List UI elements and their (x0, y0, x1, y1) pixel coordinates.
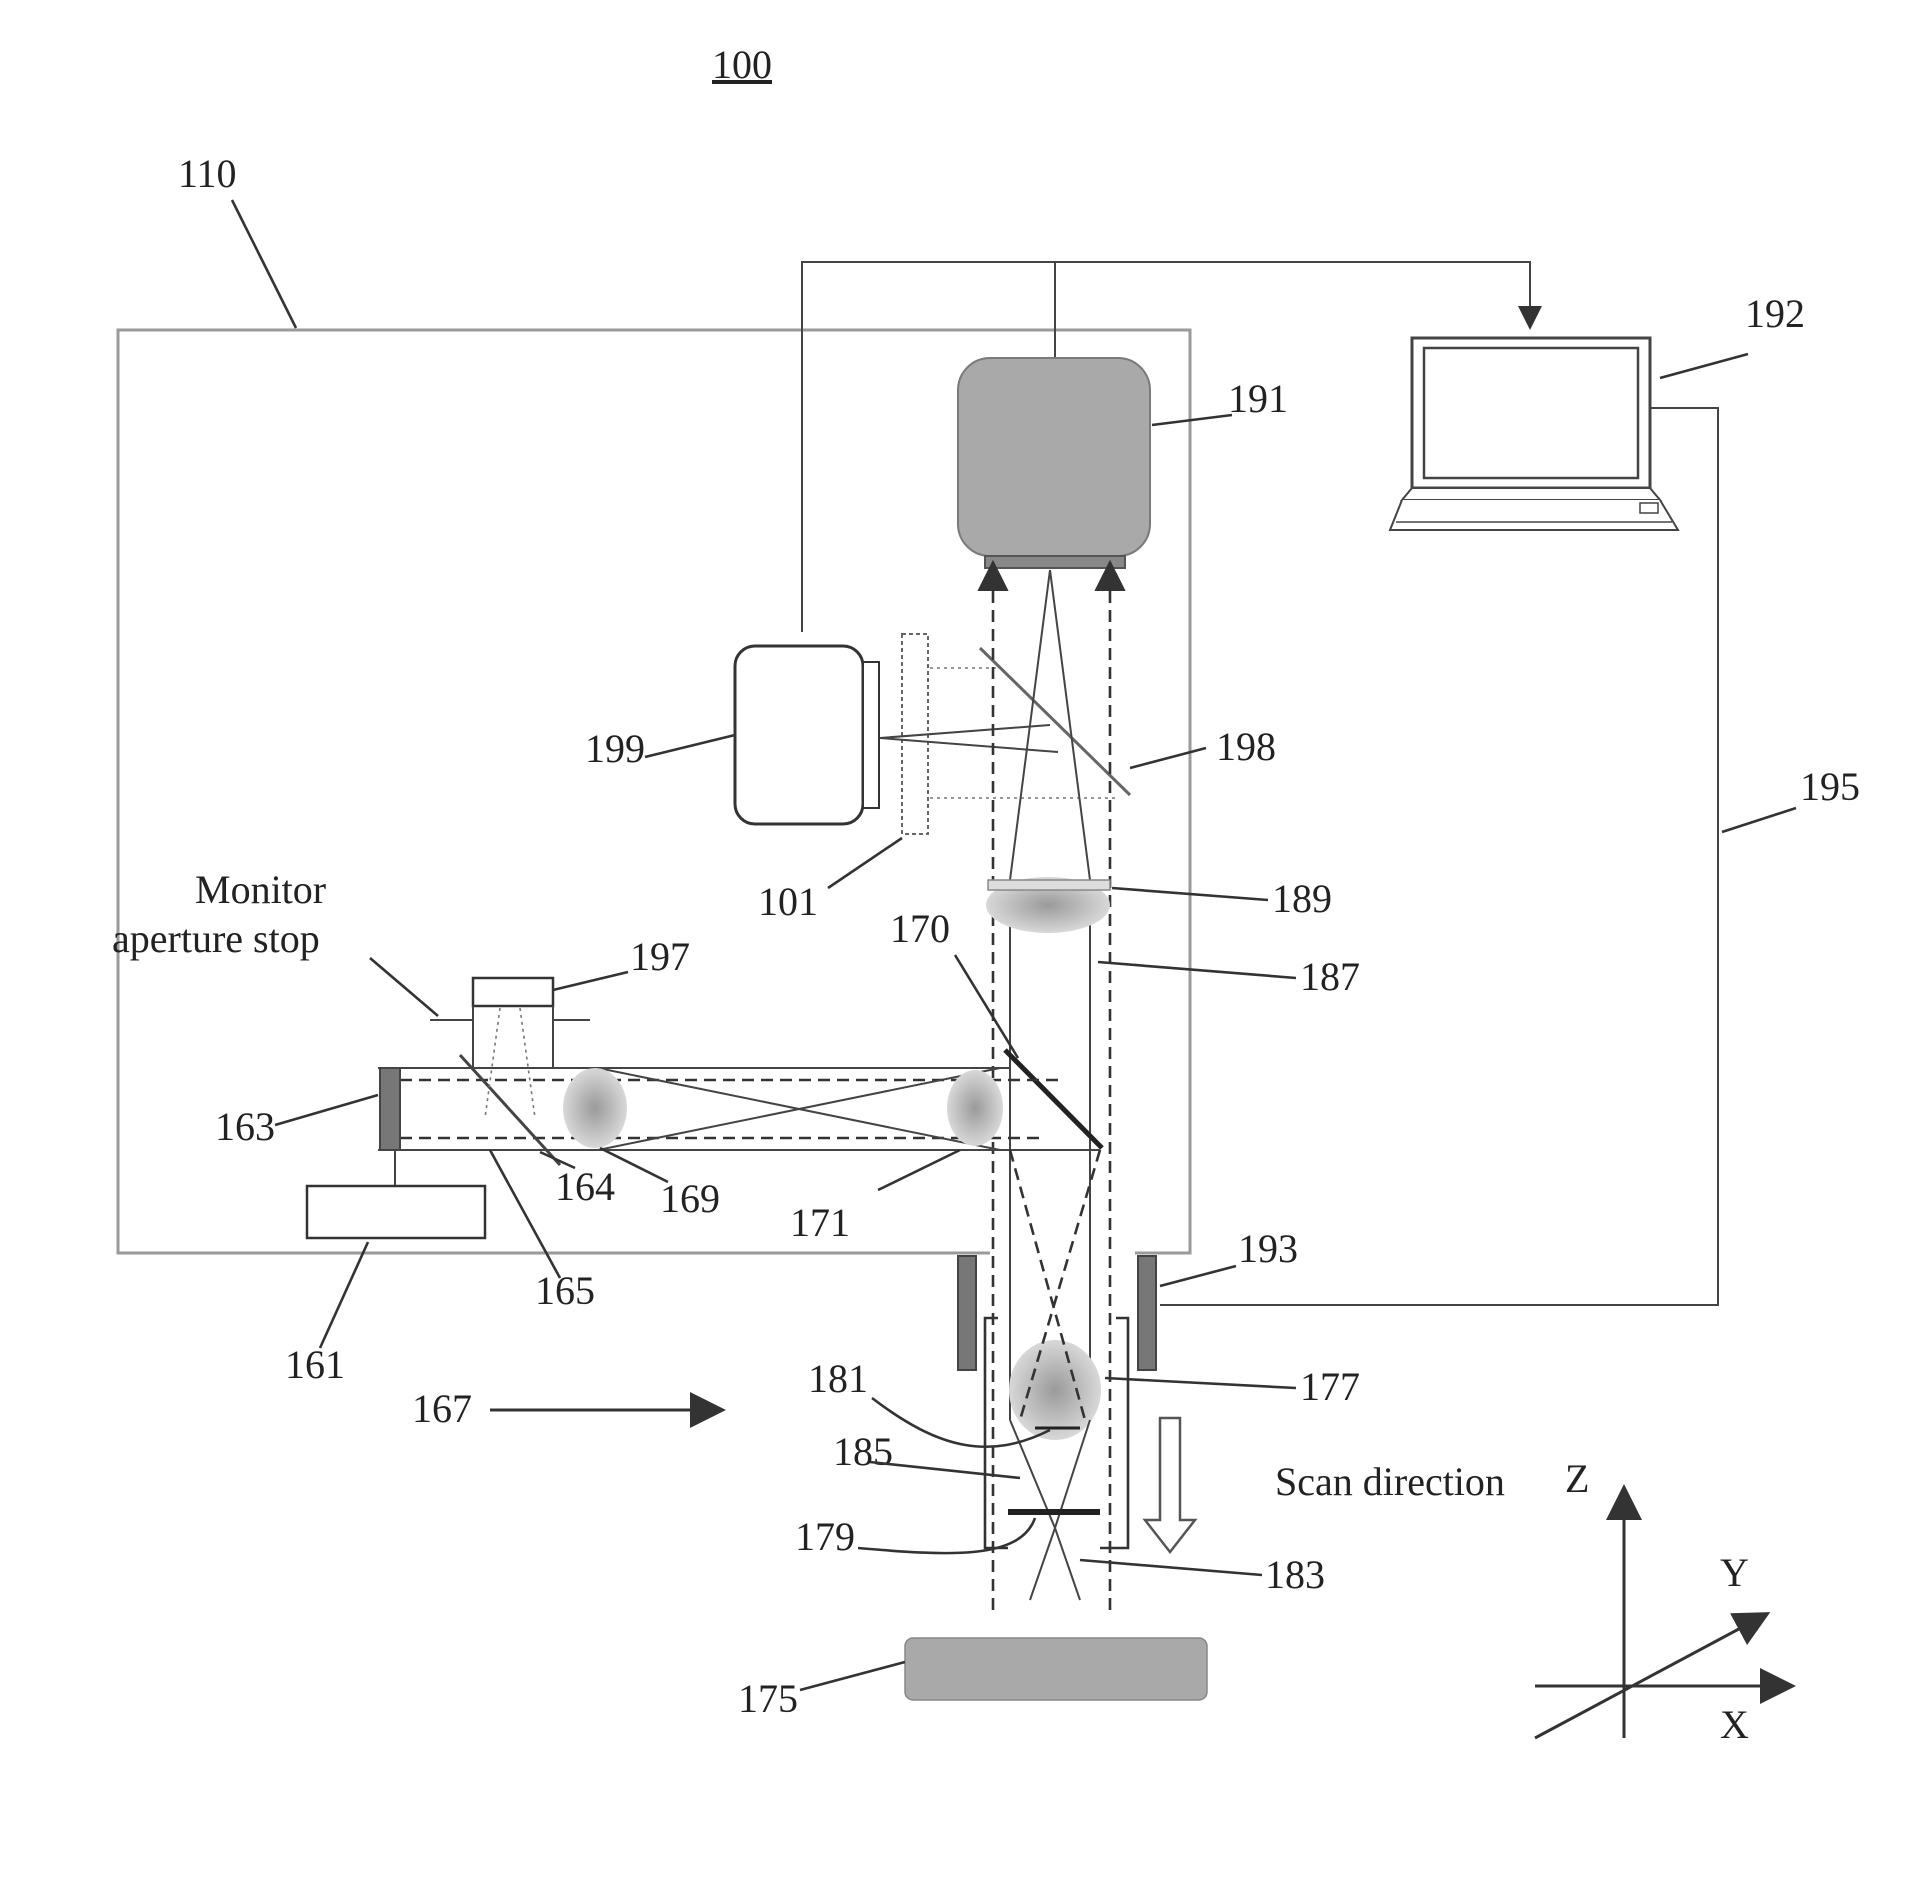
computer-192 (1390, 338, 1678, 530)
axis-z-label: Z (1565, 1456, 1589, 1501)
label-161: 161 (285, 1342, 345, 1387)
label-197: 197 (630, 934, 690, 979)
label-175: 175 (738, 1676, 798, 1721)
lens-177 (1009, 1340, 1101, 1440)
lens-171 (947, 1070, 1003, 1146)
label-187: 187 (1300, 954, 1360, 999)
axis-y-label: Y (1720, 1550, 1749, 1595)
label-193: 193 (1238, 1226, 1298, 1271)
actuator-left (958, 1256, 976, 1370)
label-185: 185 (833, 1429, 893, 1474)
axis-x-label: X (1720, 1702, 1749, 1747)
label-191: 191 (1228, 376, 1288, 421)
monitor-label-line2: aperture stop (112, 916, 320, 961)
label-170: 170 (890, 906, 950, 951)
label-177: 177 (1300, 1364, 1360, 1409)
label-110: 110 (178, 151, 237, 196)
sample-175 (905, 1638, 1207, 1700)
label-183: 183 (1265, 1552, 1325, 1597)
axes-icon (1535, 1490, 1790, 1738)
scan-direction-label: Scan direction (1275, 1459, 1505, 1504)
mirror-170 (1005, 1050, 1102, 1148)
actuator-193 (1138, 1256, 1156, 1370)
label-165: 165 (535, 1268, 595, 1313)
label-199: 199 (585, 726, 645, 771)
beam-splitter-198 (980, 648, 1130, 795)
label-179: 179 (795, 1514, 855, 1559)
label-181: 181 (808, 1356, 868, 1401)
controller-161 (307, 1186, 485, 1238)
camera-191 (958, 358, 1150, 556)
label-164: 164 (555, 1164, 615, 1209)
label-189: 189 (1272, 876, 1332, 921)
label-163: 163 (215, 1104, 275, 1149)
splitter-164 (460, 1055, 560, 1165)
monitor-label-line1: Monitor (195, 867, 326, 912)
label-101: 101 (758, 879, 818, 924)
scan-direction-arrow (1145, 1418, 1195, 1552)
lens-169 (563, 1068, 627, 1148)
label-192: 192 (1745, 291, 1805, 336)
label-171: 171 (790, 1200, 850, 1245)
label-167: 167 (412, 1386, 472, 1431)
detector-197 (473, 978, 553, 1006)
light-source-163 (380, 1068, 400, 1150)
figure-number: 100 (712, 42, 772, 87)
sensor-199 (735, 646, 863, 824)
label-198: 198 (1216, 724, 1276, 769)
label-195: 195 (1800, 764, 1860, 809)
label-169: 169 (660, 1176, 720, 1221)
